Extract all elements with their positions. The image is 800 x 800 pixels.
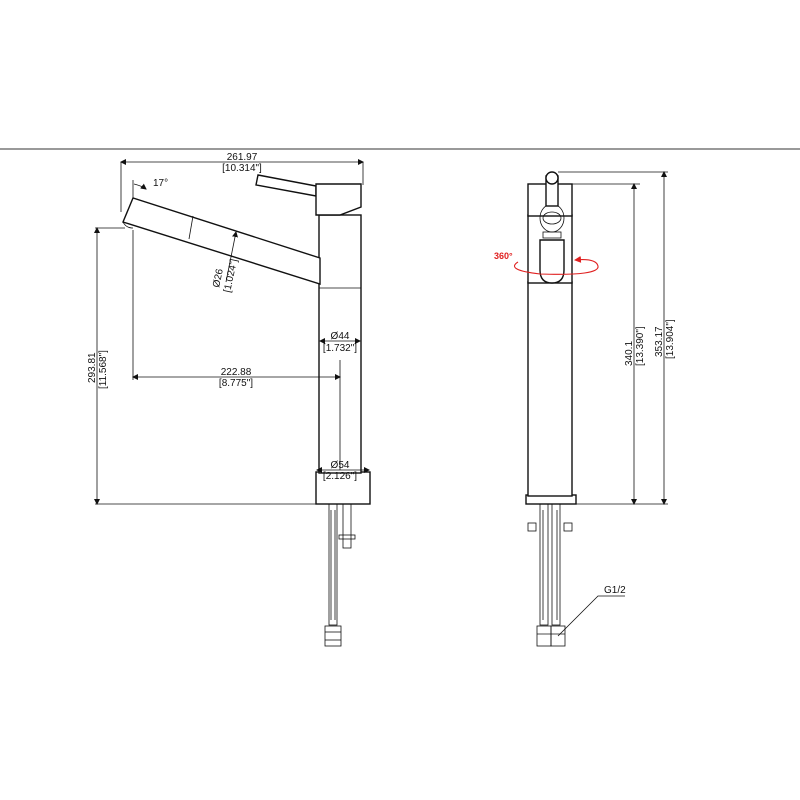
body-diameter-inch: [1.732"] [323, 343, 357, 354]
connection-label: G1/2 [604, 585, 626, 596]
side-view: 261.97 [10.314"] 17° Ø26 [1.024"] Ø44 [1… [87, 152, 371, 647]
overall-width-mm: 261.97 [227, 152, 258, 163]
body-height-inch: [13.390"] [635, 326, 646, 366]
spout-angle: 17° [153, 178, 168, 189]
spout-height-mm: 293.81 [87, 352, 98, 383]
body-diameter-mm: Ø44 [331, 331, 350, 342]
base-diameter-inch: [2.126"] [323, 471, 357, 482]
overall-height-mm: 353.17 [654, 326, 665, 357]
spout-diameter-mm: Ø26 [211, 267, 226, 288]
side-hoses [324, 502, 356, 647]
side-head [315, 183, 362, 216]
front-handle-tip [545, 171, 559, 185]
overall-height-inch: [13.904"] [665, 319, 676, 359]
side-base [315, 471, 371, 505]
front-body [527, 281, 573, 497]
spout-height-inch: [11.568"] [98, 350, 109, 389]
front-view: 360° 340.1 [13.390"] 353.17 [13.904"] G1… [494, 171, 676, 647]
overall-width-inch: [10.314"] [222, 163, 262, 174]
side-spout [122, 197, 321, 285]
base-diameter-mm: Ø54 [331, 460, 350, 471]
body-height-mm: 340.1 [624, 341, 635, 366]
rotation-label: 360° [494, 251, 513, 261]
front-hoses [527, 502, 573, 647]
rotation-arrow [513, 255, 599, 275]
spout-diameter-inch: [1.024"] [222, 258, 240, 294]
side-handle [255, 174, 317, 197]
reach-inch: [8.775"] [219, 378, 253, 389]
reach-mm: 222.88 [221, 367, 252, 378]
